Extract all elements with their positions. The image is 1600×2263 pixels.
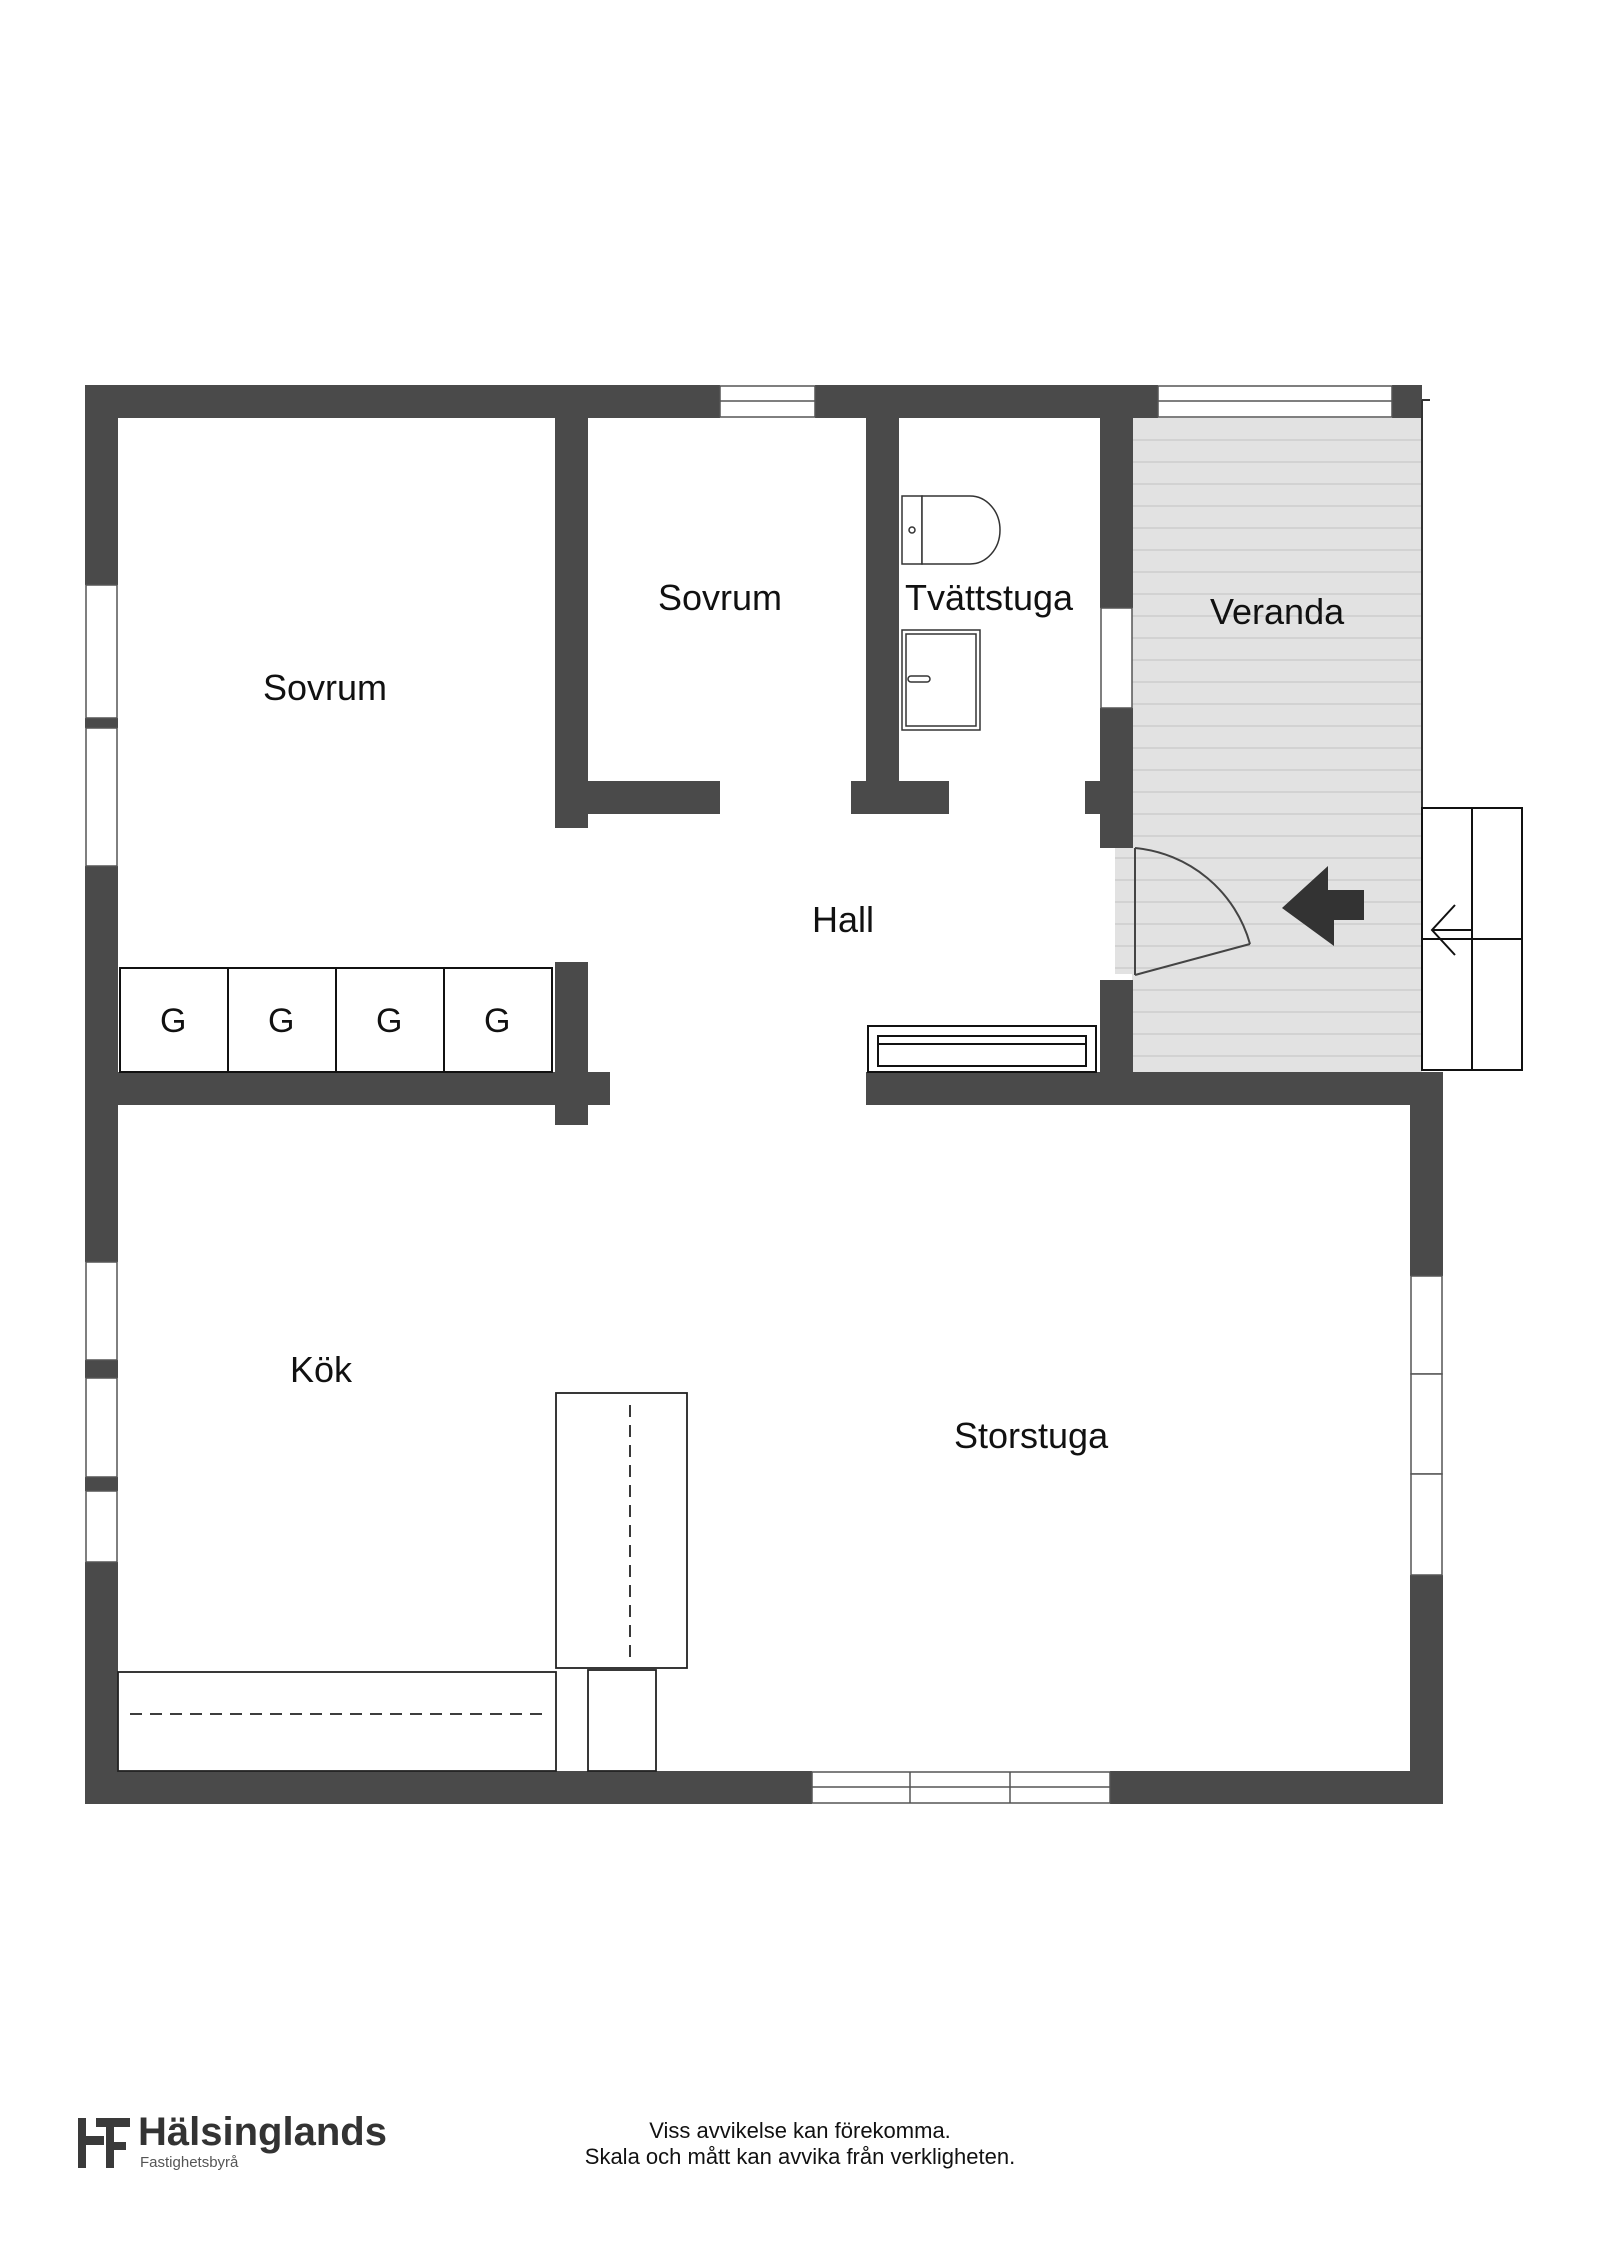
- disclaimer-line-1: Viss avvikelse kan förekomma.: [649, 2118, 951, 2143]
- brand-name: Hälsinglands: [138, 2110, 387, 2154]
- wall-right-1: [1410, 1072, 1443, 1276]
- walls: [85, 385, 1443, 1804]
- room-label-tvattstuga: Tvättstuga: [905, 577, 1074, 618]
- kitchen-counter-island: [555, 1392, 688, 1669]
- brand-subtitle: Fastighetsbyrå: [140, 2154, 239, 2171]
- shower-icon: [901, 629, 981, 731]
- window-left-1: [85, 584, 118, 719]
- wall-tvatt-right-2: [1100, 708, 1133, 848]
- room-label-veranda: Veranda: [1210, 591, 1345, 632]
- wall-hall-right-low: [1100, 980, 1133, 1105]
- window-left-3: [85, 1261, 118, 1361]
- veranda-floor: [1115, 418, 1422, 1072]
- room-label-hall: Hall: [812, 899, 874, 940]
- wall-top-mid: [815, 385, 1158, 418]
- wall-hall-stub-2: [555, 1072, 610, 1105]
- radiator: [867, 1025, 1097, 1073]
- wall-left-6: [85, 1562, 118, 1804]
- wall-sovrum-divider: [555, 418, 588, 828]
- wardrobe-4: [443, 967, 553, 1073]
- disclaimer: Viss avvikelse kan förekomma. Skala och …: [480, 2118, 1120, 2170]
- wall-top-left: [85, 385, 720, 418]
- wall-sovrum-small-bottom: [555, 781, 720, 814]
- wardrobe-label: G: [268, 1002, 294, 1040]
- window-tvatt: [1100, 607, 1133, 709]
- toilet-icon: [901, 495, 1001, 565]
- window-right-3: [1410, 1473, 1443, 1576]
- wall-left-2: [85, 718, 118, 728]
- entrance-door: [1134, 847, 1251, 976]
- hf-logo-icon: [78, 2118, 130, 2168]
- wall-storstuga-top: [866, 1072, 1443, 1105]
- wall-right-2: [1410, 1575, 1443, 1804]
- disclaimer-line-2: Skala och mått kan avvika från verklighe…: [584, 2144, 1016, 2169]
- room-label-sovrum-small: Sovrum: [658, 577, 782, 618]
- window-left-5: [85, 1490, 118, 1563]
- wall-bottom-right: [1110, 1771, 1443, 1804]
- wall-tvatt-left: [866, 418, 899, 813]
- window-left-4: [85, 1377, 118, 1478]
- window-right-2: [1410, 1373, 1443, 1475]
- room-label-sovrum-large: Sovrum: [263, 667, 387, 708]
- kitchen-counter-bottom: [117, 1669, 657, 1772]
- room-label-kok: Kök: [290, 1349, 353, 1390]
- wardrobe-label: G: [160, 1002, 186, 1040]
- wall-tvatt-right-stub: [1085, 781, 1105, 814]
- entrance-steps: [1421, 807, 1523, 1071]
- window-right-1: [1410, 1275, 1443, 1375]
- wall-top-right: [1392, 385, 1422, 418]
- entrance-arrow-icon: [1282, 866, 1364, 946]
- wardrobes: [119, 967, 553, 1073]
- wall-left-5: [85, 1477, 118, 1491]
- wall-left-3: [85, 866, 118, 1262]
- wall-kok-top: [85, 1072, 610, 1105]
- wall-left-1: [85, 385, 118, 585]
- room-label-storstuga: Storstuga: [954, 1415, 1109, 1456]
- wall-tvatt-bottom: [851, 781, 949, 814]
- wall-left-4: [85, 1360, 118, 1378]
- wall-bottom-left: [85, 1771, 812, 1804]
- wardrobe-label: G: [484, 1002, 510, 1040]
- wardrobe-label: G: [376, 1002, 402, 1040]
- windows: [85, 385, 1443, 1804]
- window-left-2: [85, 727, 118, 867]
- wall-tvatt-right-1: [1100, 418, 1133, 608]
